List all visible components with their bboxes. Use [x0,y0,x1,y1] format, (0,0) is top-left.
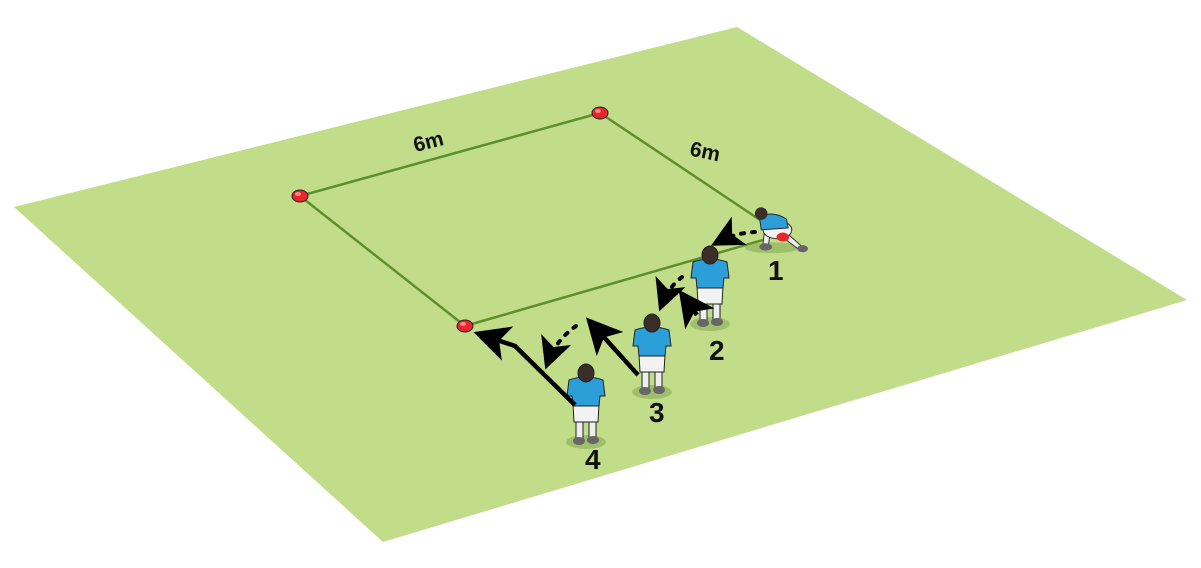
pass-arrow-2-to-3 [655,275,686,312]
cone [591,106,609,120]
player-number-4: 4 [585,444,601,475]
run-arrows [473,289,715,407]
pitch [14,27,1187,542]
pass-arrows [541,216,757,370]
cones [291,106,609,333]
run-arrow-3 [585,317,640,377]
player-1 [745,207,808,254]
cone [456,319,474,333]
pass-arrow-3-to-4 [541,324,578,370]
players [565,207,808,450]
run-arrow-2 [678,289,715,330]
pass-arrow-1-to-2 [710,216,757,246]
player-number-3: 3 [649,397,665,428]
run-arrow-4 [473,326,577,407]
player-number-2: 2 [709,335,725,366]
player-number-1: 1 [768,255,784,286]
cone [291,189,309,203]
